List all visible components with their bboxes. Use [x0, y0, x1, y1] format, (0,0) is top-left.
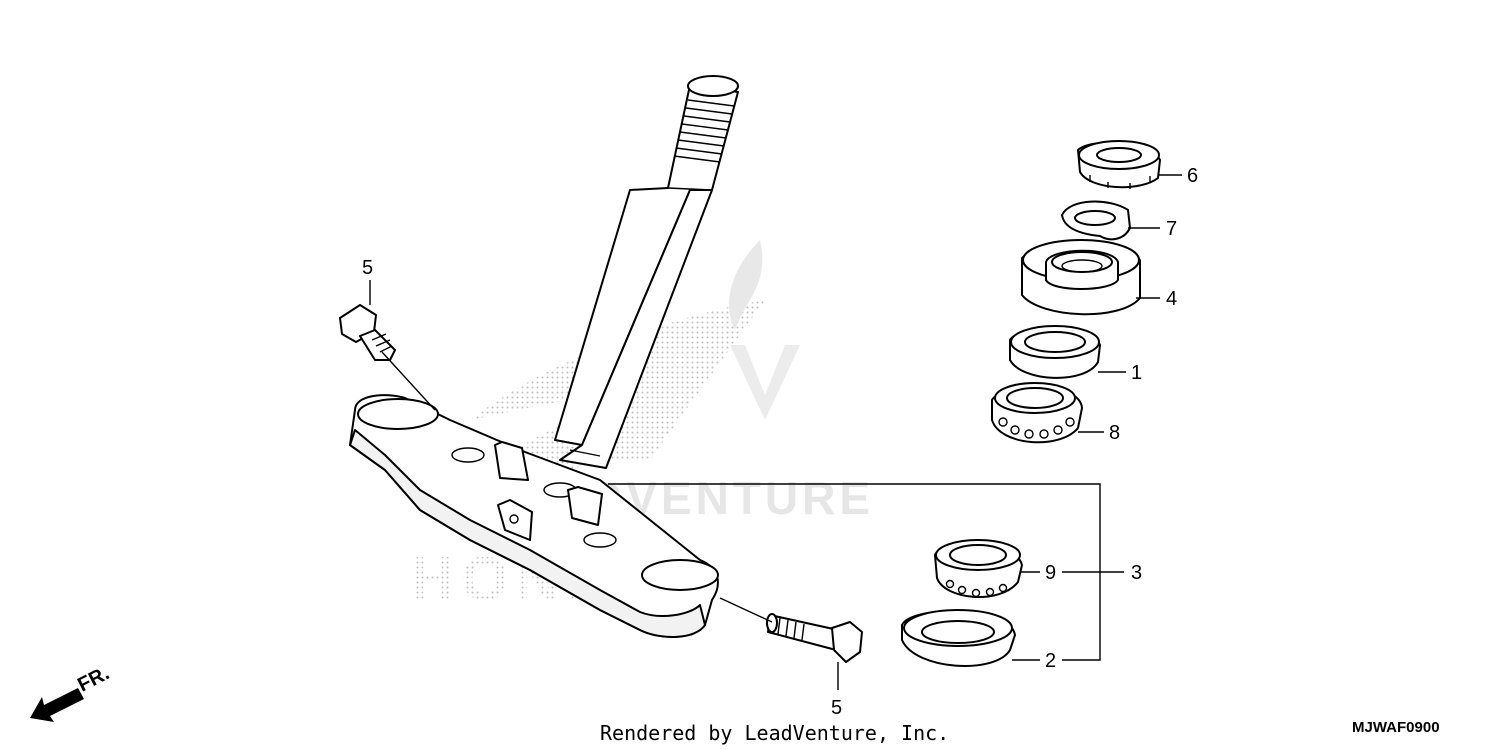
- callout-8: 8: [1109, 422, 1120, 444]
- lower-bearing: [934, 539, 1023, 599]
- render-credit: Rendered by LeadVenture, Inc.: [600, 721, 949, 745]
- leader-lines: [369, 174, 1182, 690]
- callout-6: 6: [1187, 165, 1198, 187]
- bolt-upper: [339, 304, 396, 361]
- callout-2: 2: [1045, 650, 1056, 672]
- upper-bearing: [991, 382, 1083, 444]
- lower-race: [901, 609, 1016, 667]
- front-marker-label: FR.: [74, 662, 113, 696]
- adjusting-nut: [1021, 239, 1141, 316]
- diagram-code: MJWAF0900: [1352, 719, 1440, 736]
- front-arrow-icon: [30, 688, 84, 722]
- callout-1: 1: [1131, 362, 1142, 384]
- callout-5-bottom: 5: [831, 697, 842, 719]
- callout-3: 3: [1131, 562, 1142, 584]
- dust-seal: [1009, 325, 1101, 379]
- front-direction-marker: FR.: [30, 662, 113, 722]
- callout-5-top: 5: [362, 257, 373, 279]
- steering-stem-lower-bracket: [349, 394, 719, 638]
- steering-stem-nut: [1077, 140, 1161, 189]
- bolt-lower: [766, 613, 863, 663]
- lock-washer: [1061, 200, 1131, 241]
- callout-7: 7: [1166, 218, 1177, 240]
- callout-4: 4: [1166, 288, 1177, 310]
- steering-stem: [554, 75, 739, 469]
- callout-labels: 5 5 6 7 4 1 8 9 3 2: [362, 165, 1198, 719]
- callout-9: 9: [1045, 562, 1056, 584]
